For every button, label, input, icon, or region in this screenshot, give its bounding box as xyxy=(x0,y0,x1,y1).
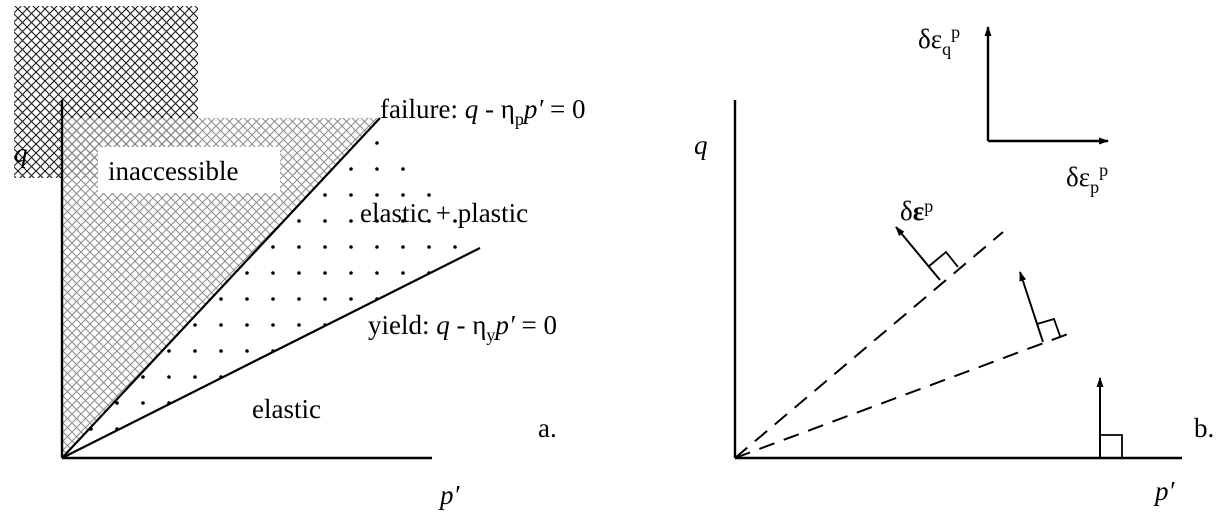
normal-vector-1 xyxy=(895,226,941,281)
right-angle-mark-3 xyxy=(1100,434,1123,458)
normal-vector-2 xyxy=(1019,271,1044,343)
yield-line xyxy=(61,247,481,459)
strain-q-label: δεqp xyxy=(918,22,960,59)
dashed-line-lower xyxy=(734,333,1069,459)
yield-equation: yield: q - ηyp′ = 0 xyxy=(368,310,557,345)
elastic-plastic-label: elastic + plastic xyxy=(360,198,528,228)
right-angle-mark-1 xyxy=(927,250,959,268)
right-angle-mark-2 xyxy=(1036,317,1061,337)
failure-equation: failure: q - ηpp′ = 0 xyxy=(380,94,585,129)
strain-vector-label: δεp xyxy=(900,196,933,226)
inaccessible-label: inaccessible xyxy=(108,156,238,186)
panel-b: q p′ b. δεqp δεpp δεp xyxy=(694,22,1214,506)
panel-b-q-label: q xyxy=(694,130,708,160)
panel-b-letter: b. xyxy=(1194,413,1214,443)
elastic-label: elastic xyxy=(252,394,321,424)
panel-a: q p′ inaccessible elastic + plastic elas… xyxy=(14,6,585,510)
inaccessible-label-bg xyxy=(98,147,280,193)
panel-a-p-label: p′ xyxy=(438,480,461,510)
dashed-line-upper xyxy=(734,231,1004,459)
panel-a-q-label: q xyxy=(14,138,28,168)
panel-b-p-label: p′ xyxy=(1153,476,1176,506)
failure-line xyxy=(61,117,381,459)
panel-a-letter: a. xyxy=(538,413,557,443)
strain-p-label: δεpp xyxy=(1066,160,1108,197)
elastic-plastic-region xyxy=(62,118,480,458)
